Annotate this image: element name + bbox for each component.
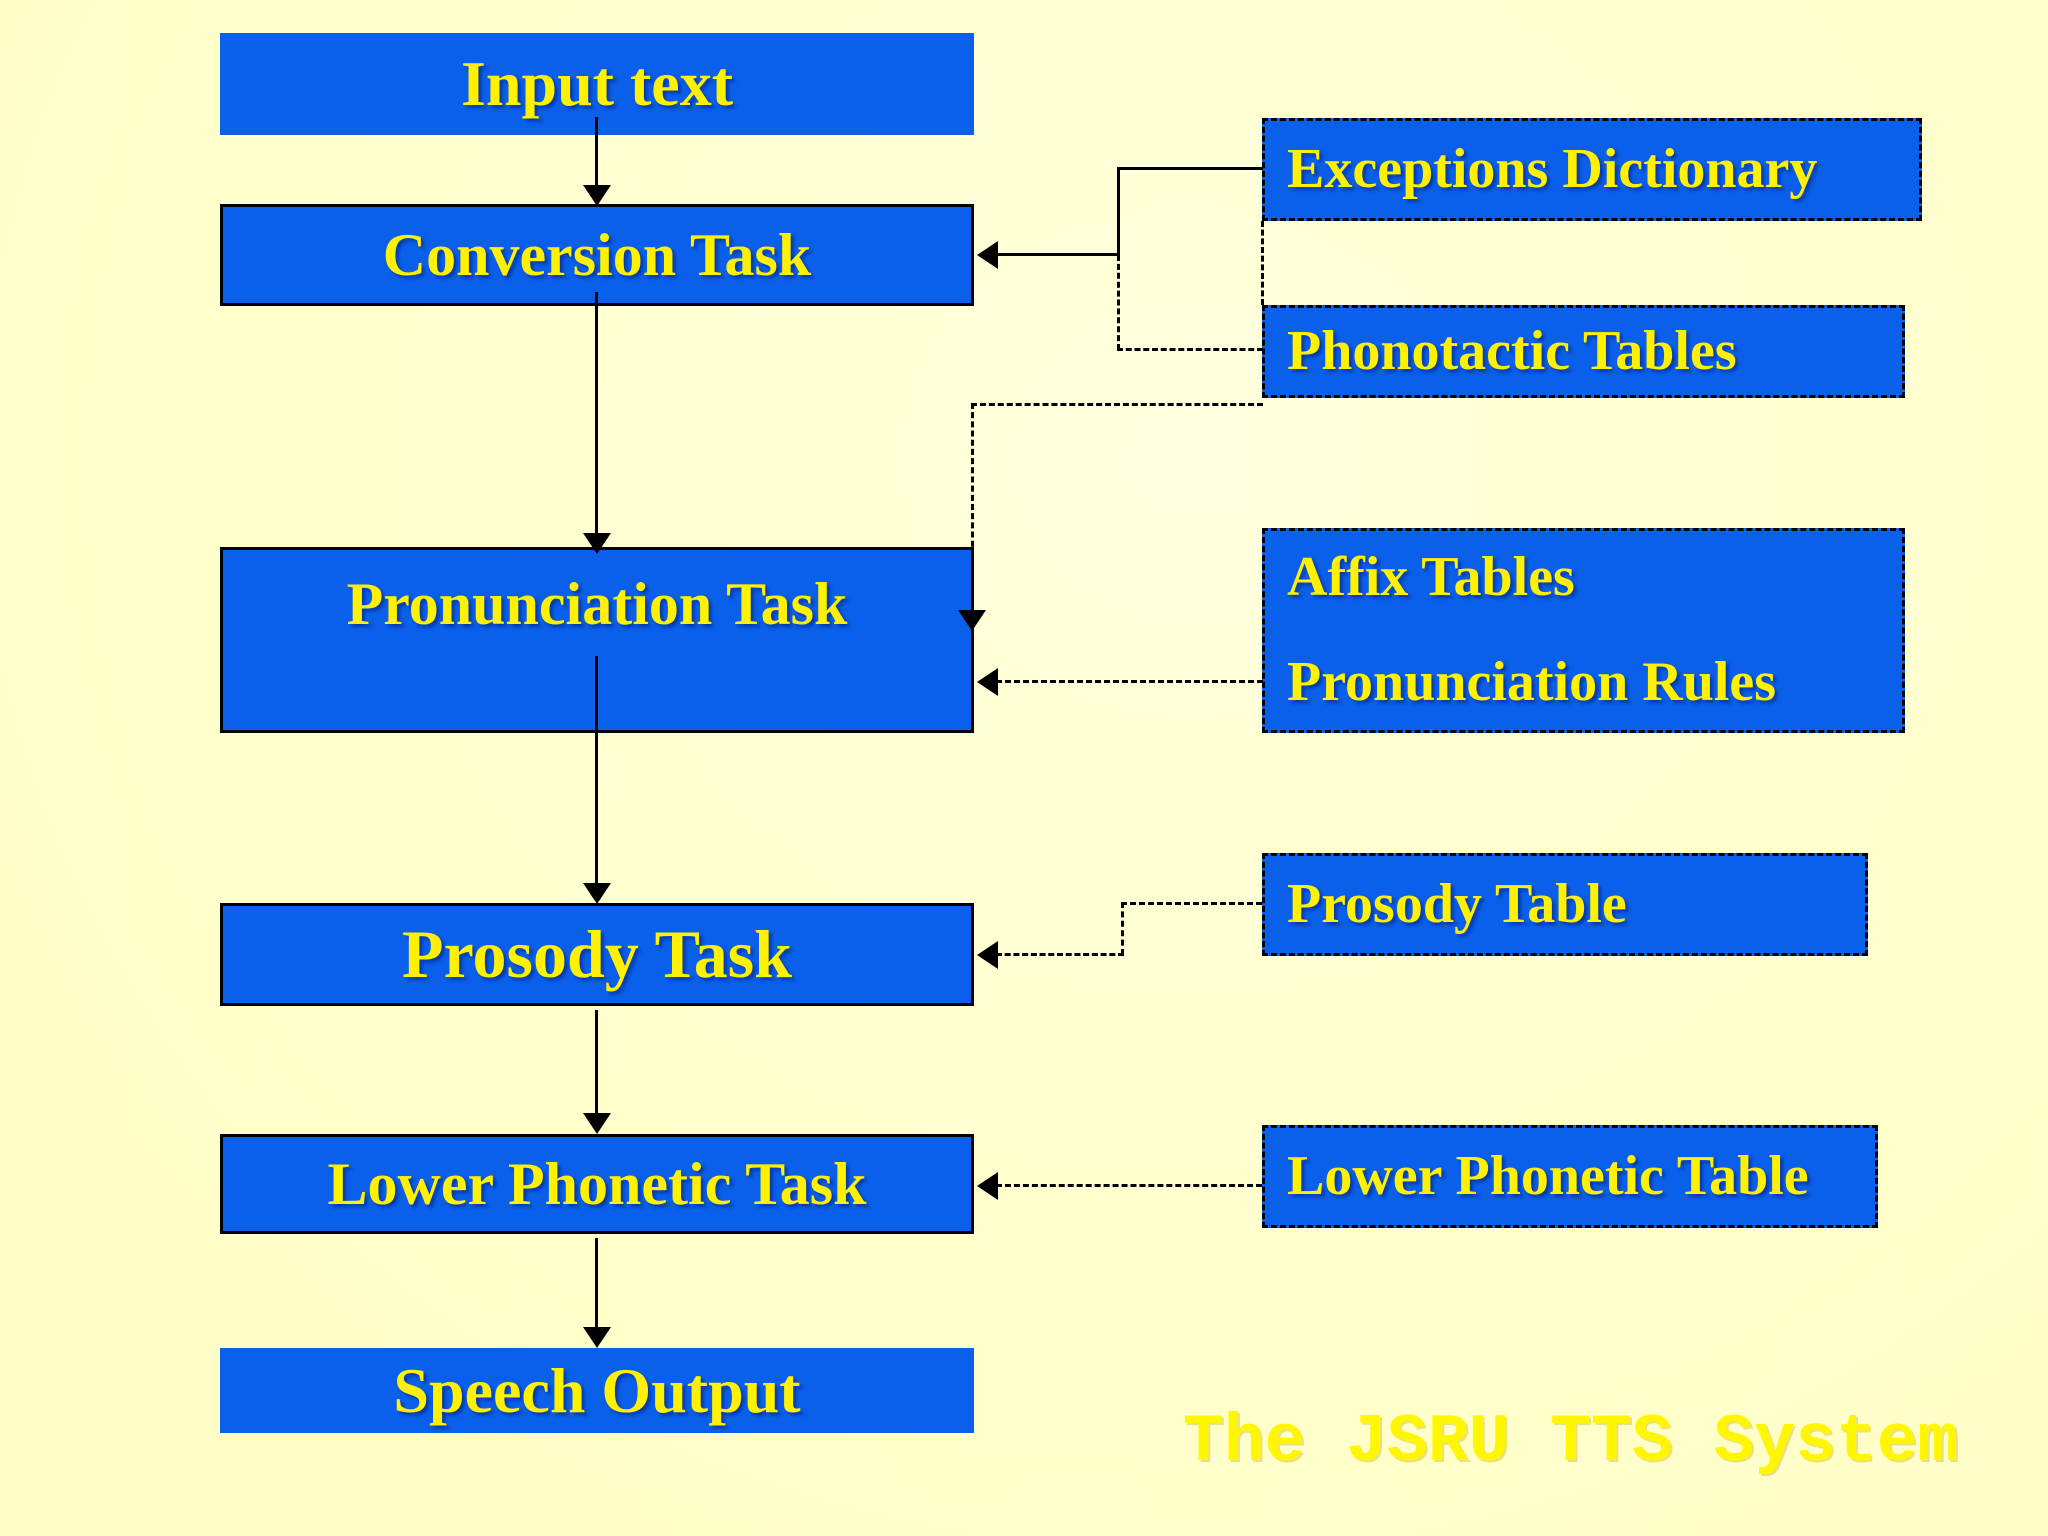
connector-lower-phonetic-to-speech xyxy=(595,1238,598,1328)
arrow-left-icon xyxy=(977,241,998,269)
arrow-down-icon xyxy=(583,883,611,904)
connector-phonotactic-to-pronunciation-v xyxy=(971,403,974,611)
connector-phonotactic-out-left xyxy=(1117,348,1263,351)
arrow-down-icon xyxy=(583,1327,611,1348)
flow-box-label: Pronunciation Task xyxy=(346,571,848,637)
flow-box-speech-output: Speech Output xyxy=(220,1348,974,1433)
flow-box-prosody-task: Prosody Task xyxy=(220,903,974,1006)
arrow-down-icon xyxy=(958,610,986,631)
resource-box-exceptions-dictionary: Exceptions Dictionary xyxy=(1262,118,1922,221)
connector-pronunciation-to-prosody xyxy=(595,656,598,884)
resource-box-line-pronunciation-rules: Pronunciation Rules xyxy=(1287,650,1777,713)
resource-box-affix-tables-pronunciation-rules: Affix Tables Pronunciation Rules xyxy=(1262,528,1905,733)
flow-box-label: Lower Phonetic Task xyxy=(327,1150,867,1217)
connector-phonotactic-up-join xyxy=(1117,255,1120,350)
connector-affix-to-pronunciation xyxy=(996,680,1263,683)
arrow-left-icon xyxy=(977,941,998,969)
resource-box-line-affix-tables: Affix Tables xyxy=(1287,546,1575,608)
resource-box-label: Phonotactic Tables xyxy=(1287,320,1737,383)
flow-box-lower-phonetic-task: Lower Phonetic Task xyxy=(220,1134,974,1234)
arrow-down-icon xyxy=(583,1113,611,1134)
connector-prosody-to-lower-phonetic xyxy=(595,1010,598,1114)
flow-box-label: Conversion Task xyxy=(382,221,812,288)
flow-box-label: Speech Output xyxy=(393,1354,801,1426)
connector-conversion-to-pronunciation xyxy=(595,292,598,534)
flow-box-conversion-task: Conversion Task xyxy=(220,204,974,306)
flow-box-label: Input text xyxy=(460,48,734,120)
connector-prosody-table-out xyxy=(1121,902,1262,905)
arrow-left-icon xyxy=(977,1172,998,1200)
resource-box-label: Lower Phonetic Table xyxy=(1287,1145,1809,1208)
connector-exceptions-to-conversion-drop xyxy=(1117,167,1120,255)
resource-box-phonotactic-tables: Phonotactic Tables xyxy=(1262,305,1905,398)
connector-exceptions-to-conversion-top xyxy=(1117,167,1263,170)
resource-box-lower-phonetic-table: Lower Phonetic Table xyxy=(1262,1125,1878,1228)
connector-lower-table-to-task xyxy=(996,1184,1262,1187)
connector-phonotactic-to-pronunciation-h xyxy=(971,403,1263,406)
resource-box-label: Prosody Table xyxy=(1287,873,1627,936)
flow-box-label: Prosody Task xyxy=(402,916,792,993)
arrow-down-icon xyxy=(583,185,611,206)
caption-jsru-tts-system: The JSRU TTS System xyxy=(1183,1404,1959,1481)
resource-box-label: Exceptions Dictionary xyxy=(1287,138,1818,201)
arrow-down-icon xyxy=(583,533,611,554)
connector-exceptions-to-phonotactic xyxy=(1261,221,1264,305)
resource-box-prosody-table: Prosody Table xyxy=(1262,853,1868,956)
connector-exceptions-to-conversion-into xyxy=(996,253,1119,256)
connector-prosody-table-into xyxy=(996,953,1124,956)
connector-prosody-table-drop xyxy=(1121,902,1124,955)
connector-input-to-conversion xyxy=(595,117,598,187)
arrow-left-icon xyxy=(977,668,998,696)
